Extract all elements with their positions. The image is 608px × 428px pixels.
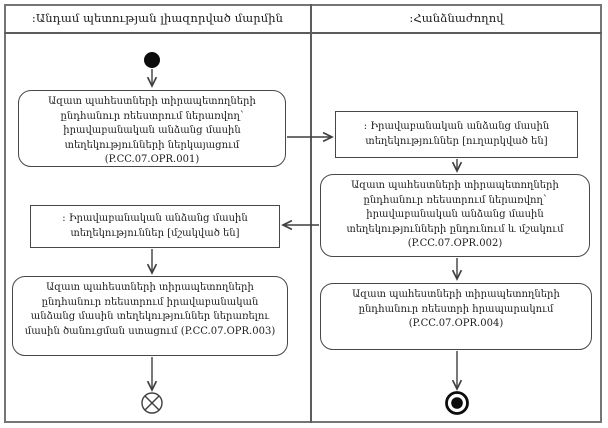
action-opr001: Ազատ պահեստների տիրապետողների ընդհանուր … xyxy=(18,90,286,167)
action-opr001-label: Ազատ պահեստների տիրապետողների ընդհանուր … xyxy=(48,96,256,165)
object-node-info-sent: : Իրավաբանական անձանց մասին տեղեկություն… xyxy=(335,111,578,158)
object-node-info-processed-label: : Իրավաբանական անձանց մասին տեղեկություն… xyxy=(62,213,248,239)
object-node-info-processed: : Իրավաբանական անձանց մասին տեղեկություն… xyxy=(30,205,280,248)
action-opr004: Ազատ պահեստների տիրապետողների ընդհանուր … xyxy=(320,283,592,350)
swimlane-title-authorized-body: :Անդամ պետության լիազորված մարմին xyxy=(31,11,284,25)
object-node-info-sent-label: : Իրավաբանական անձանց մասին տեղեկություն… xyxy=(363,121,550,147)
action-opr002-label: Ազատ պահեստների տիրապետողների ընդհանուր … xyxy=(346,180,564,249)
swimlane-header-row: :Անդամ պետության լիազորված մարմին :Հանձն… xyxy=(4,4,602,34)
action-opr003: Ազատ պահեստների տիրապետողների ընդհանուր … xyxy=(12,276,288,356)
swimlane-header-commission: :Հանձնաժողով xyxy=(311,4,602,32)
action-opr003-label: Ազատ պահեստների տիրապետողների ընդհանուր … xyxy=(24,282,276,337)
action-opr004-label: Ազատ պահեստների տիրապետողների ընդհանուր … xyxy=(352,289,560,329)
swimlane-divider xyxy=(310,4,312,423)
action-opr002: Ազատ պահեստների տիրապետողների ընդհանուր … xyxy=(320,174,590,257)
swimlane-title-commission: :Հանձնաժողով xyxy=(409,11,504,25)
swimlane-header-authorized-body: :Անդամ պետության լիազորված մարմին xyxy=(4,4,311,32)
